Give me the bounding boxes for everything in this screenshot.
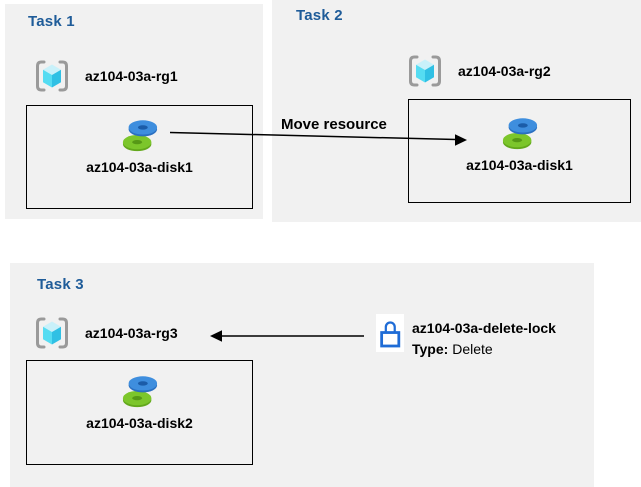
task3-title: Task 3 — [37, 276, 84, 293]
resource-group-icon — [33, 57, 71, 95]
resource-group-label: az104-03a-rg1 — [85, 68, 178, 84]
move-arrow-label: Move resource — [281, 116, 387, 133]
lock-type-key: Type: — [412, 341, 449, 357]
task2-resource-box: az104-03a-disk1 — [408, 99, 631, 203]
task2-panel: Task 2 az104-03a-rg2 az104-03a-disk1 — [272, 0, 641, 222]
lock-type-value: Delete — [452, 341, 493, 357]
task2-title: Task 2 — [296, 7, 343, 24]
task1-panel: Task 1 az104-03a-rg1 az104-03a-disk1 — [5, 4, 263, 219]
disk-icon — [119, 372, 161, 410]
task1-title: Task 1 — [28, 13, 75, 30]
disk-label: az104-03a-disk2 — [86, 415, 193, 431]
task3-panel: Task 3 az104-03a-rg3 az104-03a-disk2 — [10, 263, 594, 487]
lock-annotation: az104-03a-delete-lock Type: Delete — [412, 318, 556, 360]
disk-label: az104-03a-disk1 — [466, 157, 573, 173]
resource-group-icon — [406, 52, 444, 90]
lock-icon — [377, 315, 403, 351]
task2-resource-group: az104-03a-rg2 — [406, 52, 551, 90]
disk-label: az104-03a-disk1 — [86, 159, 193, 175]
resource-group-icon — [33, 314, 71, 352]
task1-resource-box: az104-03a-disk1 — [26, 105, 253, 209]
task3-resource-group: az104-03a-rg3 — [33, 314, 178, 352]
task3-resource-box: az104-03a-disk2 — [26, 360, 253, 465]
lock-badge — [376, 314, 404, 352]
resource-group-label: az104-03a-rg3 — [85, 325, 178, 341]
disk-icon — [499, 114, 541, 152]
lock-type-label: Type: Delete — [412, 339, 556, 360]
resource-group-label: az104-03a-rg2 — [458, 63, 551, 79]
lock-name-label: az104-03a-delete-lock — [412, 320, 556, 336]
task1-resource-group: az104-03a-rg1 — [33, 57, 178, 95]
disk-icon — [119, 116, 161, 154]
